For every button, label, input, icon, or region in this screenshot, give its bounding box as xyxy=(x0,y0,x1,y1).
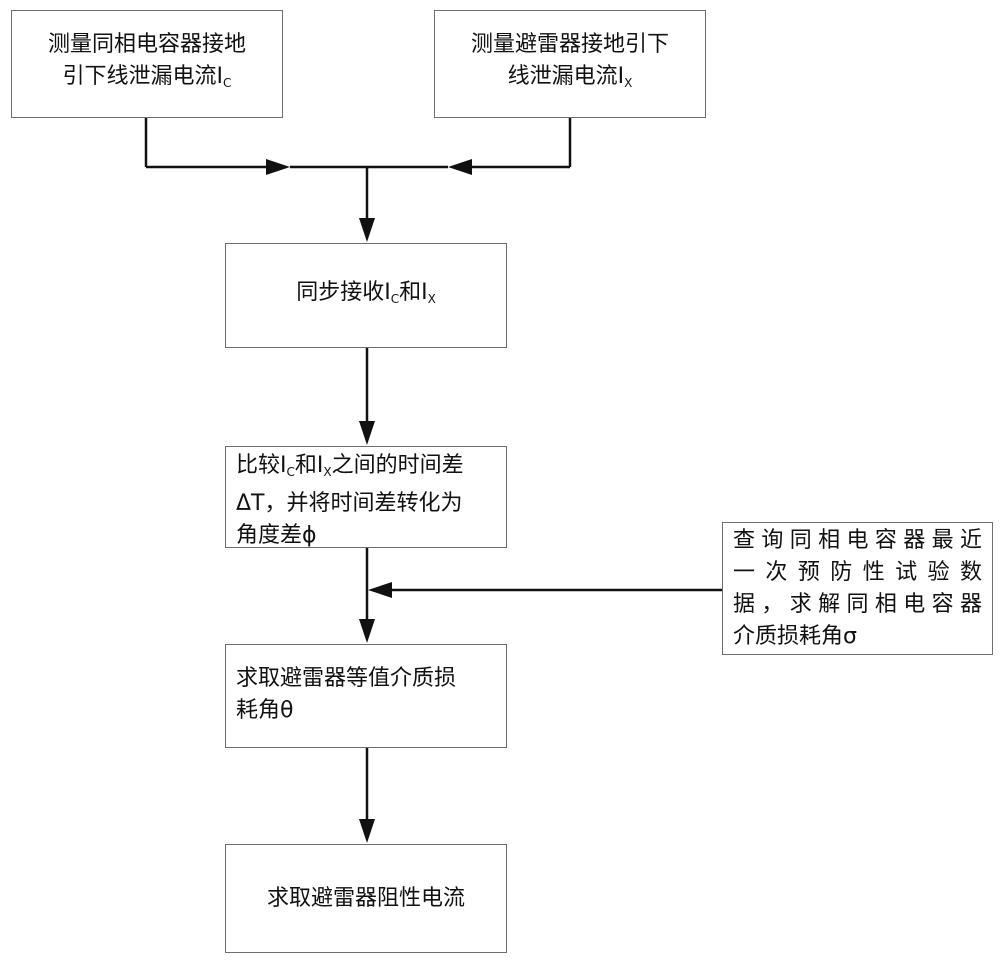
node-text: 耗角θ xyxy=(236,695,496,727)
node-text: 查询同相电容器最近 xyxy=(733,525,982,557)
arrowhead-left-icon xyxy=(448,159,472,175)
node-text: 角度差ϕ xyxy=(236,520,496,552)
node-measure-capacitor-current: 测量同相电容器接地 引下线泄漏电流IC xyxy=(11,10,283,118)
node-query-capacitor-loss-angle: 查询同相电容器最近 一次预防性试验数 据，求解同相电容器 介质损耗角σ xyxy=(722,522,993,655)
node-sync-receive: 同步接收IC和IX xyxy=(225,243,507,348)
arrowhead-right-icon xyxy=(266,159,290,175)
node-text: 求取避雷器等值介质损 xyxy=(236,663,496,695)
node-text: 测量同相电容器接地 xyxy=(48,29,246,61)
node-text: 测量避雷器接地引下 xyxy=(471,29,669,61)
arrowhead-down-icon xyxy=(359,218,375,242)
arrowhead-down-icon xyxy=(359,619,375,643)
node-text: 引下线泄漏电流IC xyxy=(48,61,246,99)
node-text: 介质损耗角σ xyxy=(733,621,982,653)
arrowhead-down-icon xyxy=(359,421,375,445)
node-text: 线泄漏电流IX xyxy=(471,61,669,99)
node-resistive-current: 求取避雷器阻性电流 xyxy=(225,844,507,953)
node-compare-time-difference: 比较IC和IX之间的时间差 ΔT，并将时间差转化为 角度差ϕ xyxy=(225,446,507,548)
arrowhead-down-icon xyxy=(359,819,375,843)
node-text: ΔT，并将时间差转化为 xyxy=(236,488,496,520)
node-text: 据，求解同相电容器 xyxy=(733,589,982,621)
node-equivalent-loss-angle: 求取避雷器等值介质损 耗角θ xyxy=(225,644,507,748)
node-text: 同步接收IC和IX xyxy=(296,277,436,315)
arrowhead-left-icon xyxy=(368,582,392,598)
node-text: 比较IC和IX之间的时间差 xyxy=(236,450,496,488)
node-text: 一次预防性试验数 xyxy=(733,557,982,589)
node-measure-arrester-current: 测量避雷器接地引下 线泄漏电流IX xyxy=(434,10,706,118)
node-text: 求取避雷器阻性电流 xyxy=(267,883,465,915)
